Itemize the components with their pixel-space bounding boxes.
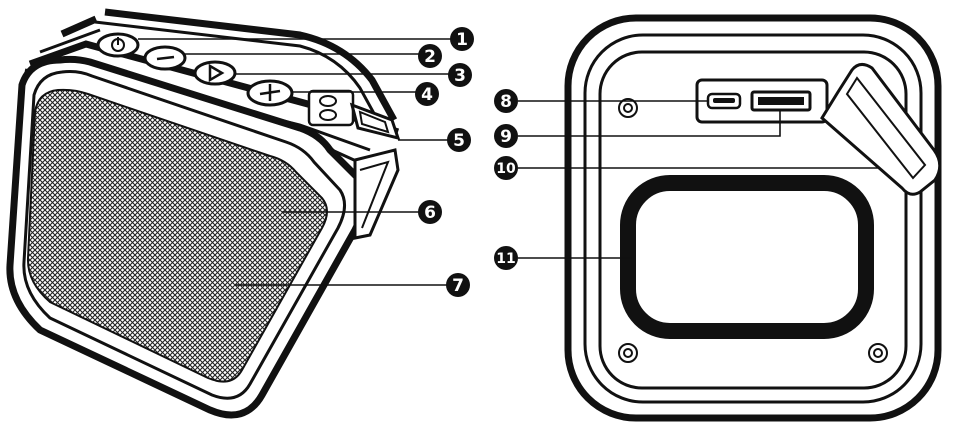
screw-bottom-left xyxy=(618,343,638,363)
callout-number: 2 xyxy=(424,47,436,67)
screw-bottom-right xyxy=(868,343,888,363)
callout-number: 8 xyxy=(500,92,512,112)
callout-number: 6 xyxy=(424,203,436,223)
callout-8: 8 xyxy=(494,89,518,113)
button-volume-down[interactable] xyxy=(143,45,187,71)
callout-badge xyxy=(450,27,474,51)
callout-4: 4 xyxy=(415,82,439,106)
callout-number: 11 xyxy=(496,251,515,267)
callout-badge xyxy=(446,273,470,297)
callout-badge xyxy=(447,128,471,152)
callout-number: 3 xyxy=(454,66,466,86)
callout-1: 1 xyxy=(450,27,474,51)
callout-number: 1 xyxy=(456,30,468,50)
callout-7: 7 xyxy=(446,273,470,297)
speaker-grille xyxy=(26,88,328,383)
callout-badge xyxy=(494,124,518,148)
led-indicators xyxy=(307,89,355,127)
callout-badge xyxy=(494,89,518,113)
callout-number: 9 xyxy=(500,127,512,147)
strap-clip xyxy=(349,102,401,141)
speaker-back-view xyxy=(564,14,942,422)
screw-top-left xyxy=(618,98,638,118)
button-power[interactable] xyxy=(96,32,140,58)
callout-2: 2 xyxy=(418,44,442,68)
port-cover-flap xyxy=(820,63,942,196)
callout-6: 6 xyxy=(418,200,442,224)
button-play-pause[interactable] xyxy=(193,60,237,86)
minus-icon xyxy=(156,55,175,61)
callout-5: 5 xyxy=(447,128,471,152)
speaker-front-view xyxy=(6,8,401,419)
play-icon xyxy=(208,63,225,83)
callout-number: 4 xyxy=(421,85,433,105)
callout-9: 9 xyxy=(494,124,518,148)
callout-3: 3 xyxy=(448,63,472,87)
leader-lines xyxy=(138,38,878,286)
port-panel xyxy=(695,78,829,124)
callout-badge xyxy=(415,82,439,106)
callout-badge xyxy=(418,44,442,68)
callout-badge xyxy=(418,200,442,224)
callout-11: 11 xyxy=(494,246,518,270)
button-volume-up[interactable] xyxy=(246,79,294,107)
callout-10: 10 xyxy=(494,156,518,180)
callout-badge xyxy=(448,63,472,87)
callout-number: 10 xyxy=(496,161,516,177)
speaker-side-panel xyxy=(353,148,400,240)
callout-number: 5 xyxy=(453,131,465,151)
passive-radiator xyxy=(620,175,874,339)
callout-badge xyxy=(494,246,518,270)
callout-badge xyxy=(494,156,518,180)
callout-number: 7 xyxy=(452,276,464,296)
